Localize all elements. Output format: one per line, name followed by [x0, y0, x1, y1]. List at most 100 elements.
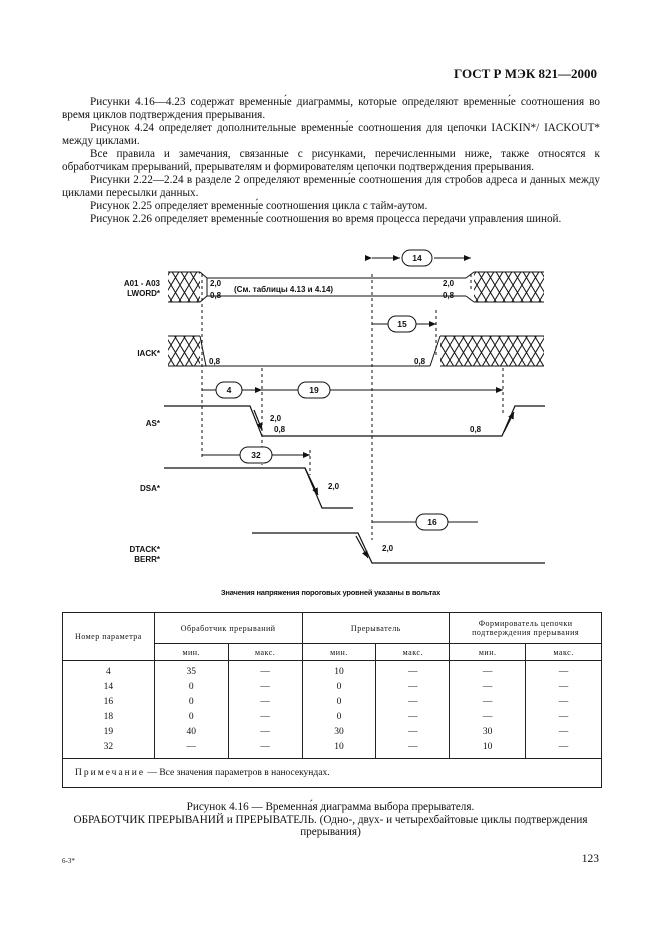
- table-cell: —: [375, 660, 451, 679]
- table-cell: —: [525, 724, 602, 739]
- level-label: 2,0: [328, 482, 340, 491]
- iack-waveform: [168, 335, 544, 367]
- as-waveform: [164, 405, 545, 437]
- dtack-waveform: [252, 532, 545, 564]
- level-label: 2,0: [270, 414, 282, 423]
- param-label: 32: [251, 450, 261, 460]
- param-bubble: [401, 249, 433, 267]
- max-header: макс.: [525, 643, 602, 661]
- intro-text: Рисунки 4.16—4.23 содержат временны́е ди…: [62, 96, 600, 226]
- table-row: 4 35 — 10 — — —: [62, 660, 602, 679]
- figure-subtitle: ОБРАБОТЧИК ПРЕРЫВАНИЙ и ПРЕРЫВАТЕЛЬ. (Од…: [73, 813, 588, 839]
- signal-label-berr: BERR*: [134, 555, 161, 564]
- table-cell: —: [375, 739, 451, 759]
- table-cell: 10: [301, 660, 377, 679]
- level-label: 0,8: [210, 291, 222, 300]
- intro-paragraph: Рисунок 2.25 определяет временны́е соотн…: [90, 200, 428, 212]
- transition-arrow: [355, 535, 369, 559]
- table-cell: —: [227, 739, 303, 759]
- table-cell: —: [227, 724, 303, 739]
- table-cell: 35: [153, 660, 229, 679]
- note-label: Примечание: [75, 767, 146, 778]
- table-row: 16 0 — 0 — — —: [62, 694, 602, 709]
- transition-arrow: [503, 411, 515, 433]
- table-cell: —: [227, 709, 303, 724]
- table-cell: —: [449, 679, 527, 694]
- intro-paragraph: Рисунки 4.16—4.23 содержат временны́е ди…: [62, 96, 600, 121]
- param-label: 16: [427, 517, 437, 527]
- table-cell: —: [227, 694, 303, 709]
- signal-label-as: AS*: [146, 419, 161, 428]
- table-row: 32 — — 10 — 10 —: [62, 739, 602, 759]
- table-cell: —: [449, 694, 527, 709]
- table-cell: —: [375, 679, 451, 694]
- table-cell: 14: [62, 679, 155, 694]
- table-cell: —: [525, 694, 602, 709]
- min-header: мин.: [449, 643, 527, 661]
- table-cell: —: [525, 739, 602, 759]
- signal-label-addr: A01 - A03: [124, 279, 161, 288]
- page-number: 123: [581, 853, 599, 865]
- intro-paragraph: Рисунки 2.22—2.24 в разделе 2 определяют…: [62, 174, 600, 199]
- table-cell: —: [449, 660, 527, 679]
- addr-note: (См. таблицы 4.13 и 4.14): [234, 285, 333, 294]
- signal-label-dsa: DSA*: [140, 484, 161, 493]
- group-header: Формирователь цепочки подтверждения прер…: [449, 612, 602, 644]
- level-label: 0,8: [470, 425, 482, 434]
- sheet-mark: 6-3*: [62, 857, 75, 865]
- table-row: 14 0 — 0 — — —: [62, 679, 602, 694]
- signal-label-iack: IACK*: [137, 349, 161, 358]
- param-label: 14: [412, 253, 422, 263]
- table-cell: —: [153, 739, 229, 759]
- signal-label-dtack: DTACK*: [129, 545, 160, 554]
- param-label: 19: [309, 385, 319, 395]
- timing-diagram: 14 15 4 19 32 16 A01 - A03 LWORD* IACK* …: [124, 249, 545, 564]
- table-cell: 0: [301, 709, 377, 724]
- units-caption: Значения напряжения пороговых уровней ук…: [220, 588, 441, 597]
- level-label: 2,0: [443, 279, 455, 288]
- table-cell: —: [525, 679, 602, 694]
- dsa-waveform: [164, 467, 353, 509]
- document-code: ГОСТ Р МЭК 821—2000: [454, 66, 597, 81]
- param-bubble: [387, 315, 417, 333]
- table-cell: 0: [301, 679, 377, 694]
- group-header: Прерыватель: [301, 612, 451, 644]
- signal-label-lword: LWORD*: [127, 289, 161, 298]
- table-cell: 16: [62, 694, 155, 709]
- min-header: мин.: [301, 643, 377, 661]
- param-bubble: [239, 446, 273, 464]
- note-text: — Все значения параметров в наносекундах…: [145, 767, 330, 778]
- table-cell: —: [375, 724, 451, 739]
- table-cell: 40: [153, 724, 229, 739]
- table-note-row: Примечание — Все значения параметров в н…: [62, 758, 602, 788]
- table-cell: —: [525, 660, 602, 679]
- table-cell: —: [227, 679, 303, 694]
- level-label: 0,8: [443, 291, 455, 300]
- level-label: 0,8: [414, 357, 426, 366]
- param-bubble: [215, 381, 243, 399]
- group-header: Обработчик прерываний: [153, 612, 303, 644]
- table-cell: —: [227, 660, 303, 679]
- param-label: 4: [227, 385, 232, 395]
- table-cell: 32: [62, 739, 155, 759]
- table-cell: 30: [301, 724, 377, 739]
- level-label: 0,8: [274, 425, 286, 434]
- level-label: 0,8: [209, 357, 221, 366]
- level-label: 2,0: [382, 544, 394, 553]
- param-bubble: [297, 381, 331, 399]
- intro-paragraph: Рисунок 4.24 определяет дополнительные в…: [62, 122, 600, 147]
- level-label: 2,0: [210, 279, 222, 288]
- intro-paragraph: Все правила и замечания, связанные с рис…: [62, 148, 600, 173]
- table-cell: —: [375, 709, 451, 724]
- param-number-header: Номер параметра: [62, 612, 155, 661]
- table-cell: —: [449, 709, 527, 724]
- param-bubble: [415, 513, 449, 531]
- table-cell: —: [375, 694, 451, 709]
- table-note: Примечание — Все значения параметров в н…: [62, 758, 602, 788]
- table-cell: 0: [301, 694, 377, 709]
- table-cell: 19: [62, 724, 155, 739]
- figure-caption: Рисунок 4.16 — Временна́я диаграмма выбо…: [60, 801, 601, 839]
- table-row: 19 40 — 30 — 30 —: [62, 724, 602, 739]
- table-cell: 30: [449, 724, 527, 739]
- addr-waveform: [168, 271, 544, 303]
